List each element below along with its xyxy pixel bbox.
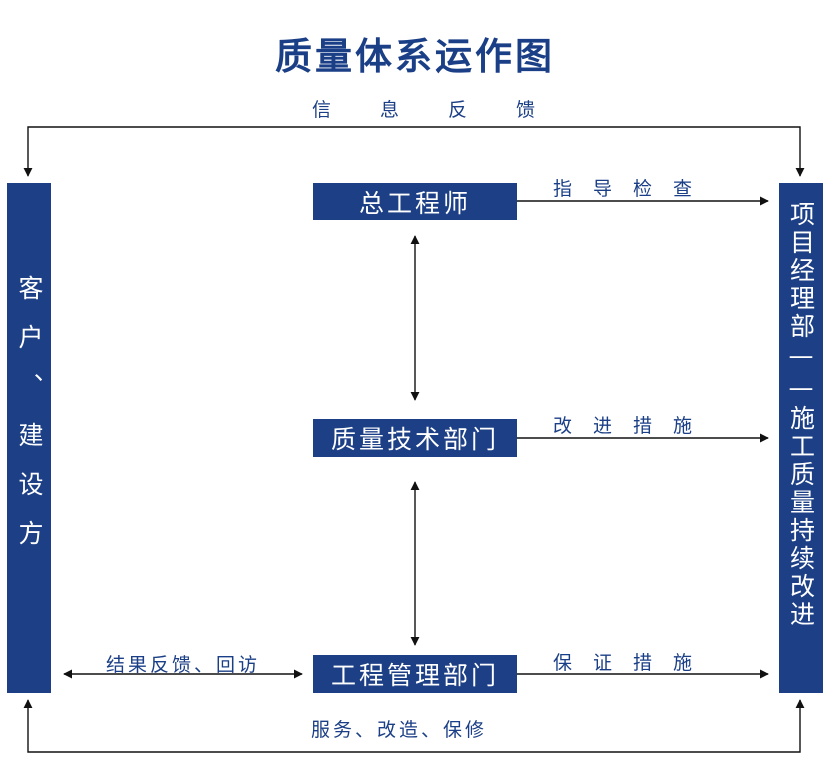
client-box: 客户、建设方 <box>7 183 51 693</box>
engineering-mgmt-dept-label: 工程管理部门 <box>330 661 499 690</box>
improvement-measures-label: 改进措施 <box>553 415 714 437</box>
quality-tech-dept-box: 质量技术部门 <box>313 419 517 457</box>
service-loop-line <box>23 699 805 753</box>
project-manager-box: 项目经理部——施工质量持续改进 <box>779 183 823 693</box>
info-feedback-label: 信息反馈 <box>312 99 585 121</box>
result-feedback-label: 结果反馈、回访 <box>106 654 261 676</box>
client-label: 客户、建设方 <box>15 275 44 569</box>
guarantee-measures-label: 保证措施 <box>553 652 714 674</box>
guidance-inspection-label: 指导检查 <box>553 178 714 200</box>
quality-tech-dept-label: 质量技术部门 <box>330 425 499 454</box>
chief-engineer-box: 总工程师 <box>313 183 517 220</box>
chief-engineer-label: 总工程师 <box>358 188 471 218</box>
info-feedback-line <box>23 126 805 177</box>
service-remake-warranty-label: 服务、改造、保修 <box>311 719 488 741</box>
diagram-title: 质量体系运作图 <box>275 35 555 78</box>
engineering-mgmt-dept-box: 工程管理部门 <box>313 655 517 693</box>
project-manager-label: 项目经理部——施工质量持续改进 <box>786 201 816 629</box>
